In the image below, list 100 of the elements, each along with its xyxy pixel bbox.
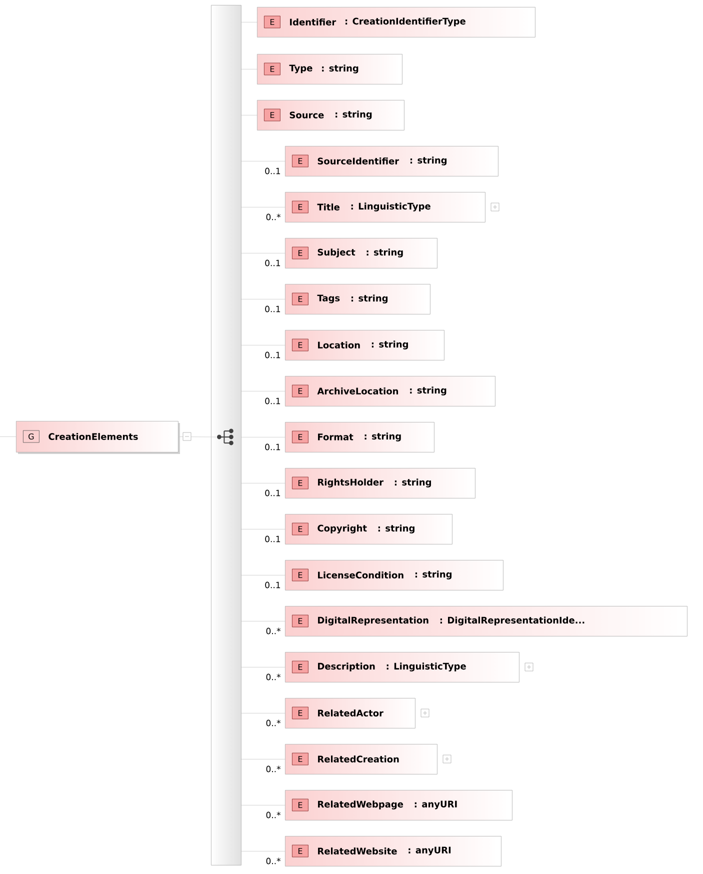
connector-line [241, 391, 286, 392]
element-box [285, 836, 502, 866]
element-name: Copyright [318, 524, 367, 534]
cardinality: 0..* [266, 214, 281, 220]
element-badge: E [292, 154, 308, 168]
element-type: : string [415, 570, 452, 580]
element-type: : string [378, 524, 414, 534]
cardinality: 0..1 [265, 490, 280, 496]
cardinality: 0..* [266, 628, 281, 634]
element-box [285, 330, 444, 360]
element-name: LicenseCondition [318, 572, 404, 578]
element-name: SourceIdentifier [318, 158, 400, 164]
connector-line [241, 483, 286, 484]
connector-line [241, 667, 286, 668]
connector-line [241, 851, 286, 852]
element-name: DigitalRepresentation [318, 616, 428, 626]
cardinality: 0..1 [265, 306, 280, 312]
element-type: : string [322, 64, 358, 74]
element-name: Type [289, 64, 312, 74]
element-type: : DigitalRepresentationIde... [440, 616, 584, 626]
connector-line [241, 207, 286, 208]
element-box [285, 652, 520, 682]
element-type: : string [336, 110, 372, 120]
connector-line [241, 805, 286, 806]
element-name: Tags [317, 294, 340, 304]
cardinality: 0..1 [265, 536, 280, 542]
element-type: : LinguisticType [351, 202, 430, 212]
element-badge: E [292, 384, 308, 398]
connector-line [241, 161, 286, 162]
connector-line [241, 713, 286, 714]
element-badge: E [264, 108, 280, 122]
sequence-symbol [217, 428, 234, 446]
cardinality: 0..1 [265, 352, 280, 358]
element-box [257, 7, 536, 38]
element-badge: E [292, 568, 308, 582]
element-type: : LinguisticType [386, 662, 466, 672]
element-name: Title [317, 204, 340, 210]
element-box [285, 606, 688, 636]
element-badge: E [292, 752, 308, 766]
element-box [285, 238, 438, 268]
element-type: : CreationIdentifierType [346, 18, 466, 26]
connector-line [241, 345, 286, 346]
group-box [16, 421, 178, 452]
element-badge: E [292, 200, 308, 214]
element-box [285, 514, 452, 544]
element-box [285, 422, 434, 452]
element-name: ArchiveLocation [317, 388, 398, 394]
element-badge: E [292, 338, 308, 352]
element-name: Description [318, 662, 375, 672]
element-badge: E [292, 476, 308, 490]
element-box [285, 146, 498, 176]
element-box [285, 698, 416, 728]
element-box [285, 376, 496, 406]
cardinality: 0..1 [265, 444, 280, 450]
connector-line [241, 759, 286, 760]
element-name: Source [290, 112, 324, 118]
cardinality: 0..1 [265, 398, 280, 404]
element-name: RelatedWebsite [318, 848, 397, 854]
element-badge: E [264, 16, 280, 28]
element-name: RightsHolder [318, 478, 384, 488]
connector-line [241, 529, 286, 530]
connector-line [241, 575, 286, 576]
element-badge: E [292, 660, 308, 674]
element-badge: E [292, 246, 308, 260]
element-type: : string [410, 156, 447, 166]
element-box [285, 560, 504, 590]
element-badge: E [292, 844, 308, 858]
cardinality: 0..1 [265, 260, 280, 266]
cardinality: 0..* [266, 812, 281, 818]
element-badge: E [292, 292, 308, 306]
cardinality: 0..1 [265, 168, 280, 174]
element-box [257, 100, 404, 130]
element-badge: E [292, 614, 308, 628]
element-badge: E [292, 798, 308, 812]
element-badge: E [264, 62, 280, 76]
element-name: RelatedActor [318, 710, 384, 716]
group-name: CreationElements [48, 433, 138, 440]
connector-line [0, 436, 16, 437]
cardinality: 0..* [266, 766, 281, 772]
element-badge: E [292, 706, 308, 720]
element-name: Identifier [290, 18, 336, 26]
element-name: RelatedCreation [318, 756, 399, 762]
element-type: : string [351, 294, 388, 304]
cardinality: 0..* [266, 720, 281, 726]
element-name: Subject [318, 248, 356, 258]
connector-line [241, 299, 286, 300]
element-box [285, 284, 430, 314]
element-type: : string [410, 386, 446, 396]
connector-line [241, 69, 258, 70]
element-box [285, 192, 486, 222]
cardinality: 0..* [266, 674, 281, 680]
element-type: : string [364, 432, 401, 442]
sequence-bar [211, 5, 242, 866]
element-name: RelatedWebpage [318, 800, 404, 810]
element-type: : string [394, 478, 431, 488]
cardinality: 0..1 [265, 582, 280, 588]
element-box [257, 54, 402, 84]
group-badge: G [23, 430, 40, 443]
element-box [285, 744, 438, 774]
element-box [285, 468, 476, 498]
